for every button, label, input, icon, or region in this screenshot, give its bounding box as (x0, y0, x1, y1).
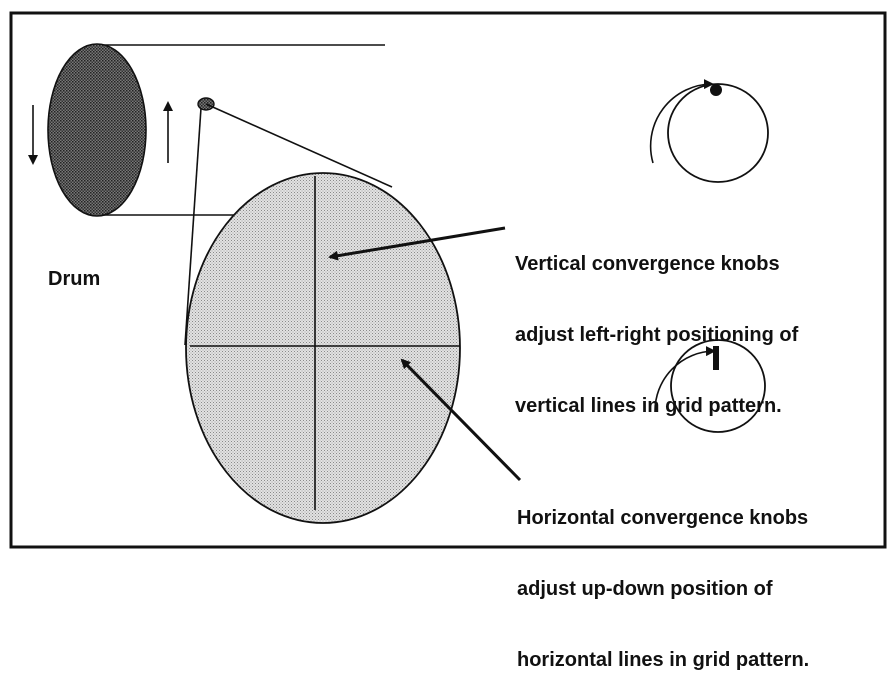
clockwise-arrow-icon (649, 79, 714, 164)
beam-line-top (205, 103, 393, 188)
diagram-canvas (9, 11, 887, 549)
drum (47, 43, 385, 217)
knob-body (670, 339, 766, 433)
beam-line-bottom (184, 107, 202, 346)
drum-end (47, 43, 147, 217)
note-line: Vertical convergence knobs (515, 253, 780, 276)
horizontal-pointer-arrow (400, 358, 522, 482)
screen-ellipse (185, 172, 461, 524)
vertical-pointer-arrow (328, 226, 506, 261)
vertical-convergence-note: Vertical convergence knobs adjust left-r… (515, 206, 798, 442)
knob-dot-indicator (710, 84, 722, 96)
note-line: vertical lines in grid pattern. (515, 394, 782, 417)
drum-label: Drum (48, 268, 101, 290)
clockwise-arrow-icon (654, 346, 716, 413)
note-line: horizontal lines in grid pattern. (517, 648, 810, 671)
grid-screen (185, 172, 461, 524)
note-line: adjust up-down position of (517, 577, 773, 600)
horizontal-convergence-note: Horizontal convergence knobs adjust up-d… (517, 460, 809, 696)
knob-body (667, 83, 769, 183)
knob-bar-indicator (713, 346, 719, 370)
diagram-frame (9, 11, 887, 549)
note-line: Horizontal convergence knobs (517, 507, 809, 530)
horizontal-convergence-knob (654, 339, 766, 433)
vertical-convergence-knob (649, 79, 769, 183)
note-line: adjust left-right positioning of (515, 323, 799, 346)
